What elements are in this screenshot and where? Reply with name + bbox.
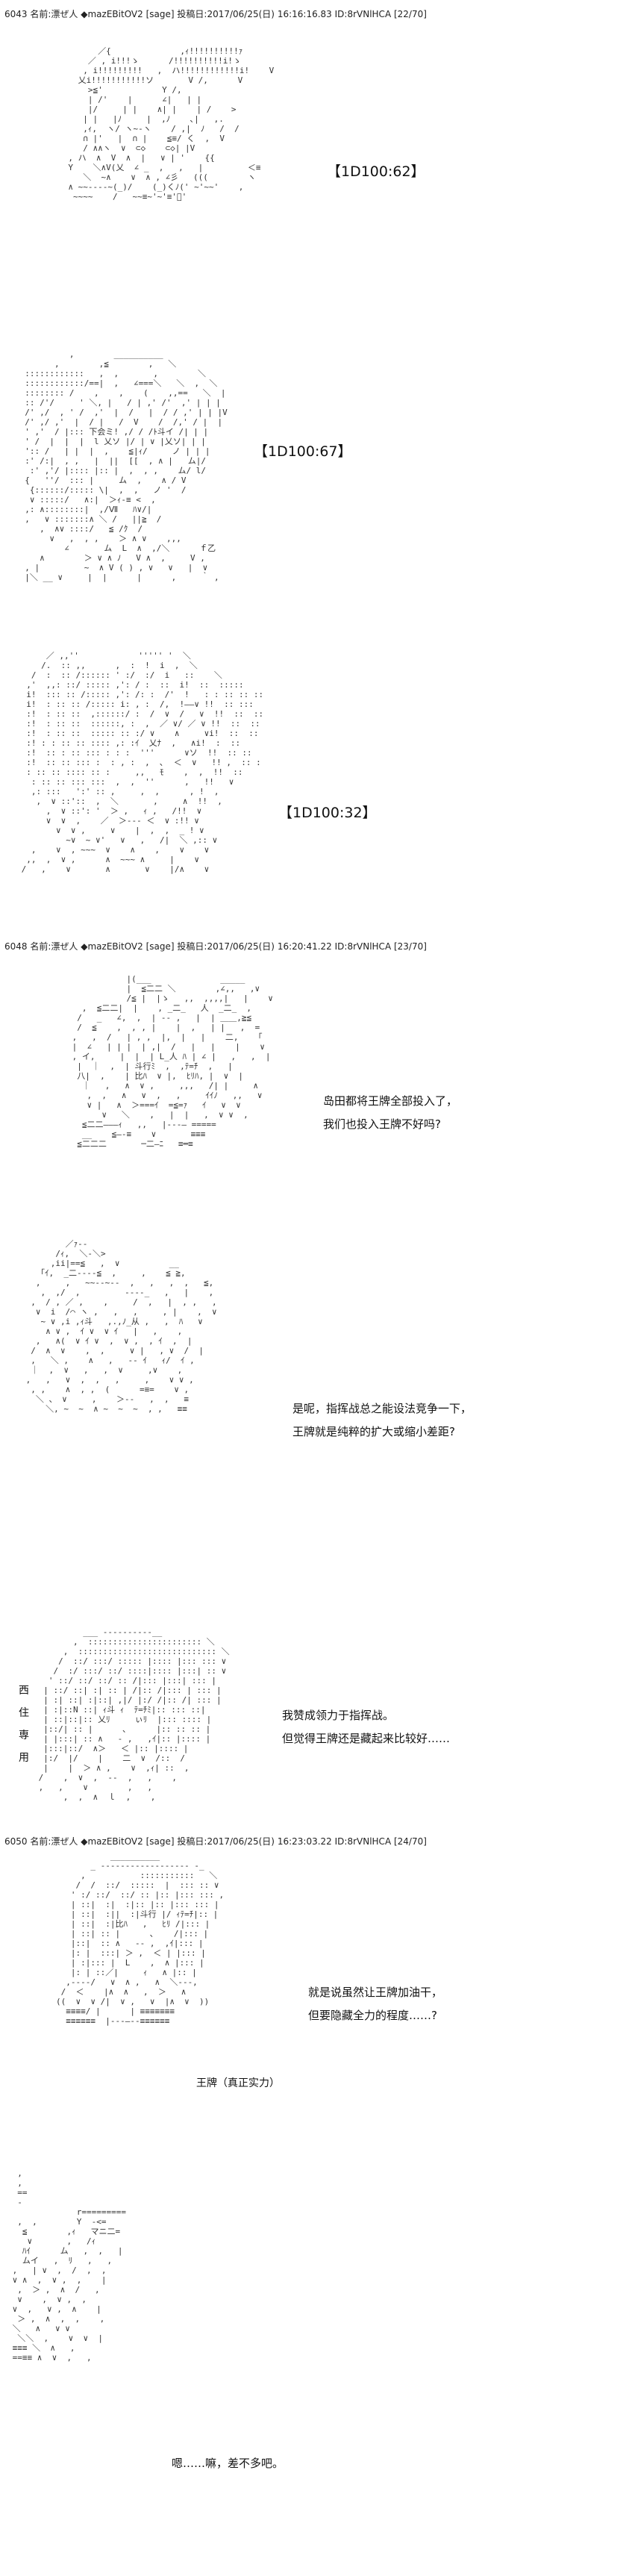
- vertical-caption-char: 専: [19, 1730, 29, 1741]
- dialog-line: 王牌就是纯粹的扩大或缩小差距?: [292, 1425, 455, 1438]
- ascii-art-panel-7: __________ _ -‐‐‐‐‐‐‐‐‐‐‐‐‐‐‐‐‐ -_ , :::…: [56, 1851, 225, 2026]
- ascii-art-panel-5: ／ｧ‐‐ /ｨ, ＼-＼> ,ii|==≦ , ∨ __ ｢ｲ, _二‐‐‐‐≦…: [25, 1239, 217, 1414]
- post-header: 6050 名前:漂ぜ人 ◆mazEBitOV2 [sage] 投稿日:2017/…: [4, 1835, 427, 1847]
- author-name[interactable]: 漂ぜ人: [51, 9, 78, 19]
- post-header: 6043 名前:漂ぜ人 ◆mazEBitOV2 [sage] 投稿日:2017/…: [4, 7, 427, 20]
- dialog-line: 是呢，指挥战总之能设法竞争一下，: [292, 1402, 472, 1415]
- author-name[interactable]: 漂ぜ人: [51, 1836, 78, 1847]
- ascii-art-panel-1: ／{ ,ｨ!!!!!!!!!!ｧ ／ , i!!!ゝ /!!!!!!!!!!i!…: [68, 46, 275, 202]
- dialog-line: 我赞成领力于指挥战。: [282, 1709, 395, 1722]
- post-time: 16:23:03.22: [277, 1836, 332, 1847]
- ascii-art-panel-8: , , == ‐ r========= , , Y -<= ≦ ,ｨ マニ二= …: [12, 2168, 126, 2363]
- ascii-art-panel-3: ／ ,,'' ''''' ' ＼ /. :: ,, , : ! i , ＼ / …: [21, 651, 263, 874]
- sage-tag: [sage]: [145, 9, 175, 19]
- author-trip: ◆mazEBitOV2: [81, 941, 143, 952]
- dialog-box-3: 我赞成领力于指挥战。 但觉得王牌还是藏起来比较好……: [282, 1704, 450, 1750]
- dialog-box-5: 嗯……嘛，差不多吧。: [172, 2452, 284, 2475]
- post-id[interactable]: ID:8rVNlHCA: [334, 941, 392, 952]
- dialog-box-2: 是呢，指挥战总之能设法竞争一下， 王牌就是纯粹的扩大或缩小差距?: [292, 1397, 472, 1444]
- ascii-art-panel-6: ___ -------‐‐‐__ , :::::::::::::::::::::…: [38, 1627, 230, 1802]
- dialog-box-4: 就是说虽然让王牌加油干， 但要隐藏全力的程度……?: [308, 1981, 442, 2027]
- dialog-line: 但觉得王牌还是藏起来比较好……: [282, 1732, 451, 1745]
- vertical-caption-char: 住: [19, 1707, 29, 1719]
- author-name[interactable]: 漂ぜ人: [51, 941, 78, 952]
- vertical-caption: 西 住 専 用: [19, 1680, 31, 1769]
- sage-tag: [sage]: [145, 1836, 175, 1847]
- name-label: 名前:: [30, 1836, 51, 1847]
- dialog-line: 我们也投入王牌不好吗?: [323, 1117, 441, 1131]
- post-id[interactable]: ID:8rVNlHCA: [334, 1836, 392, 1847]
- dialog-line: 岛田都将王牌全部投入了，: [323, 1094, 458, 1108]
- post-date: 2017/06/25(日): [207, 9, 275, 19]
- author-trip: ◆mazEBitOV2: [81, 9, 143, 19]
- author-trip: ◆mazEBitOV2: [81, 1836, 143, 1847]
- name-label: 名前:: [30, 941, 51, 952]
- name-label: 名前:: [30, 9, 51, 19]
- vertical-caption-char: 用: [19, 1752, 29, 1764]
- date-label: 投稿日:: [177, 1836, 207, 1847]
- date-label: 投稿日:: [177, 941, 207, 952]
- post-number: 6043: [4, 9, 28, 19]
- dialog-line: 嗯……嘛，差不多吧。: [172, 2457, 284, 2470]
- date-label: 投稿日:: [177, 9, 207, 19]
- post-counter: [23/70]: [393, 941, 427, 952]
- ascii-art-panel-4: |(___ _____ | ≦二二 ＼ ,∠,, ,∨ /≦ | |ゝ ,, ,…: [72, 974, 273, 1149]
- dice-roll-3: 【1D100:32】: [278, 805, 377, 821]
- dice-roll-2: 【1D100:67】: [254, 443, 352, 460]
- post-counter: [22/70]: [393, 9, 427, 19]
- vertical-caption-char: 西: [19, 1685, 29, 1697]
- post-date: 2017/06/25(日): [207, 941, 275, 952]
- post-header: 6048 名前:漂ぜ人 ◆mazEBitOV2 [sage] 投稿日:2017/…: [4, 940, 427, 952]
- dialog-box-1: 岛田都将王牌全部投入了， 我们也投入王牌不好吗?: [323, 1090, 457, 1136]
- ace-caption: 王牌（真正实力）: [196, 2077, 280, 2089]
- post-counter: [24/70]: [393, 1836, 427, 1847]
- post-id[interactable]: ID:8rVNlHCA: [334, 9, 392, 19]
- post-time: 16:20:41.22: [277, 941, 332, 952]
- sage-tag: [sage]: [145, 941, 175, 952]
- ascii-art-panel-2: , __________ , ,≦ , ＼ :::::::::::: , , ,…: [25, 349, 228, 582]
- post-number: 6050: [4, 1836, 28, 1847]
- dice-roll-1: 【1D100:62】: [327, 163, 425, 180]
- post-time: 16:16:16.83: [277, 9, 332, 19]
- dialog-line: 就是说虽然让王牌加油干，: [308, 1986, 443, 1999]
- post-date: 2017/06/25(日): [207, 1836, 275, 1847]
- dialog-line: 但要隐藏全力的程度……?: [308, 2009, 437, 2022]
- post-number: 6048: [4, 941, 28, 952]
